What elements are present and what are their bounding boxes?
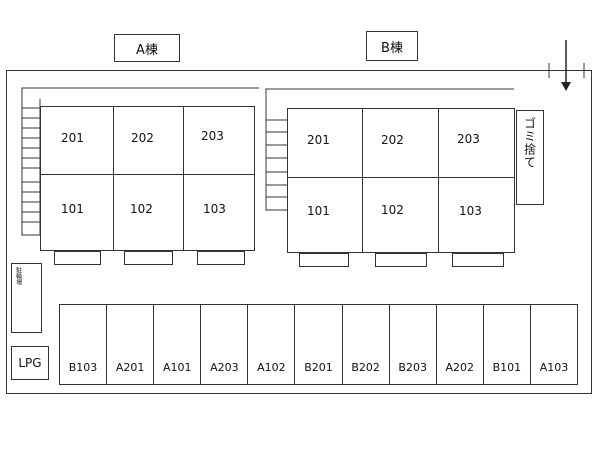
building-b-title: B棟 xyxy=(381,40,403,56)
room-a-202: 202 xyxy=(131,131,154,145)
parking-space-label: B203 xyxy=(398,361,427,374)
building-a-balcony-1 xyxy=(54,251,101,265)
bicycle-parking: 駐輪場 xyxy=(11,263,42,333)
room-a-102: 102 xyxy=(130,202,153,216)
parking-space-label: A202 xyxy=(445,361,475,374)
room-b-203: 203 xyxy=(457,132,480,146)
parking-space-label: B103 xyxy=(68,361,98,374)
room-a-201: 201 xyxy=(61,131,84,145)
parking-space: B103 xyxy=(59,304,108,385)
room-a-101: 101 xyxy=(61,202,84,216)
parking-space-label: B202 xyxy=(351,361,380,374)
parking-space: B202 xyxy=(341,304,390,385)
bicycle-parking-label: 駐輪場 xyxy=(14,267,22,285)
building-b-balcony-2 xyxy=(375,253,427,267)
parking-space-label: A201 xyxy=(115,361,145,374)
building-a-balcony-3 xyxy=(197,251,245,265)
room-b-202: 202 xyxy=(381,133,404,147)
parking-space-label: A101 xyxy=(162,361,192,374)
parking-space: A103 xyxy=(529,304,579,385)
building-b-balcony-3 xyxy=(452,253,504,267)
building-a xyxy=(40,106,255,251)
lpg-box: LPG xyxy=(11,346,49,380)
parking-space-label: A102 xyxy=(257,361,286,374)
room-a-203: 203 xyxy=(201,129,224,143)
parking-space: A102 xyxy=(247,304,296,385)
room-b-101: 101 xyxy=(307,204,330,218)
parking-space: B101 xyxy=(482,304,531,385)
building-a-label-box: A棟 xyxy=(114,34,180,62)
parking-space: A101 xyxy=(153,304,202,385)
building-a-balcony-2 xyxy=(124,251,173,265)
room-b-201: 201 xyxy=(307,133,330,147)
parking-space-label: A103 xyxy=(539,361,569,374)
garbage-area: ゴミ捨て xyxy=(516,110,544,205)
parking-space: B203 xyxy=(388,304,437,385)
parking-space-label: A203 xyxy=(210,361,239,374)
room-a-103: 103 xyxy=(203,202,226,216)
room-b-103: 103 xyxy=(459,204,482,218)
parking-space-label: B201 xyxy=(304,361,333,374)
garbage-label: ゴミ捨て xyxy=(522,117,537,169)
parking-space: A201 xyxy=(106,304,155,385)
room-b-102: 102 xyxy=(381,203,404,217)
parking-space-label: B101 xyxy=(492,361,522,374)
parking-space: A202 xyxy=(435,304,484,385)
building-a-title: A棟 xyxy=(136,42,158,58)
building-b-label-box: B棟 xyxy=(366,31,418,61)
parking-row: B103 A201 A101 A203 A102 B201 B202 B203 … xyxy=(59,304,579,385)
parking-space: A203 xyxy=(200,304,249,385)
building-b-balcony-1 xyxy=(299,253,349,267)
parking-space: B201 xyxy=(294,304,343,385)
lpg-label: LPG xyxy=(18,356,42,370)
building-b xyxy=(287,108,515,253)
